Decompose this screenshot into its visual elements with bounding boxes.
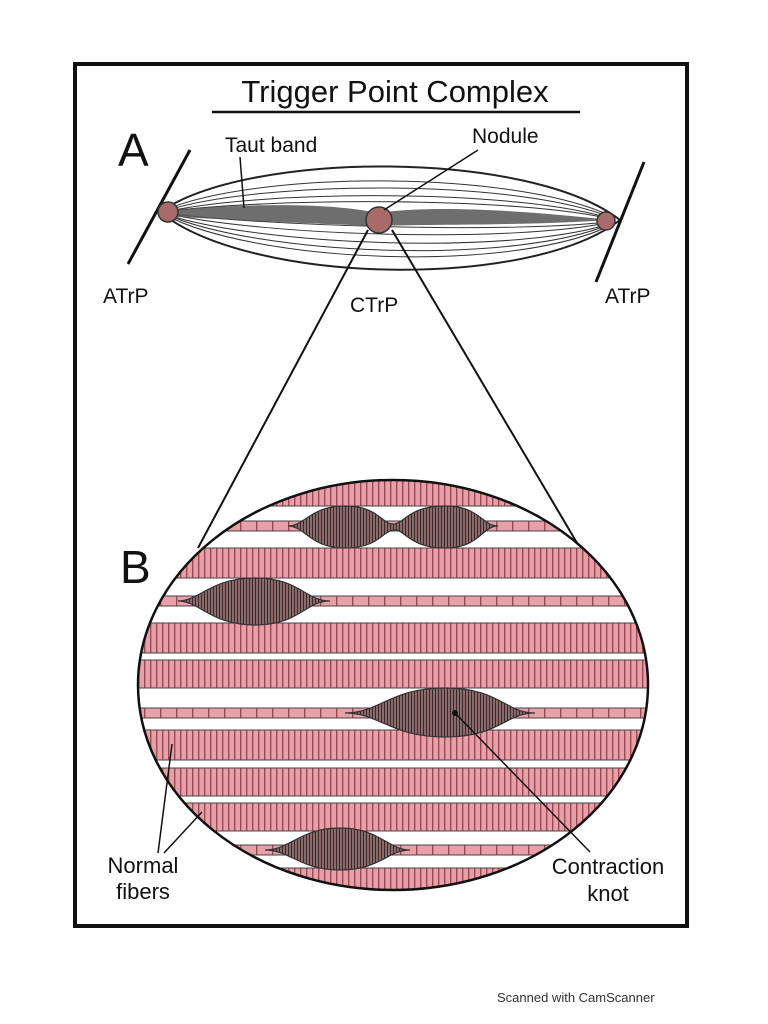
label-contraction-knot-1: Contraction [552,854,665,879]
label-atrp-right: ATrP [605,285,651,308]
leader-contraction-knot [454,712,591,853]
magnified-circle-outline [136,478,650,892]
zoom-line-right [391,229,581,549]
tendon-right [594,161,646,283]
contraction-knot [264,827,411,871]
label-taut-band: Taut band [225,134,317,157]
label-normal-fibers-1: Normal [108,853,179,878]
fiber-row [138,729,648,761]
contraction-knot [287,505,499,549]
contraction-knot [177,577,331,626]
panel-a-letter: A [118,124,149,176]
label-atrp-left: ATrP [103,285,149,308]
label-nodule: Nodule [472,125,539,148]
label-contraction-knot-2: knot [587,881,629,906]
muscle-illustration [126,149,646,283]
atrp-right-point [596,211,616,231]
panel-b-letter: B [120,541,151,593]
scanner-watermark: Scanned with CamScanner [497,990,655,1005]
fiber-row [138,802,648,832]
zoom-line-left [197,229,369,549]
fiber-row [138,547,648,579]
atrp-left-point [157,201,179,223]
label-ctrp: CTrP [350,294,398,317]
fiber-row [138,659,648,689]
leader-normal-fibers-2 [163,811,203,854]
contraction-knot [344,687,536,738]
fiber-row [138,622,648,654]
figure-title: Trigger Point Complex [241,74,549,109]
stretched-fiber [138,595,648,607]
leader-nodule [383,149,479,211]
fiber-row [138,767,648,797]
ctrp-nodule [365,206,393,234]
leader-taut-band [239,156,245,209]
leader-normal-fibers-1 [157,743,173,854]
leader-dot [452,710,458,716]
label-normal-fibers-2: fibers [116,879,170,904]
